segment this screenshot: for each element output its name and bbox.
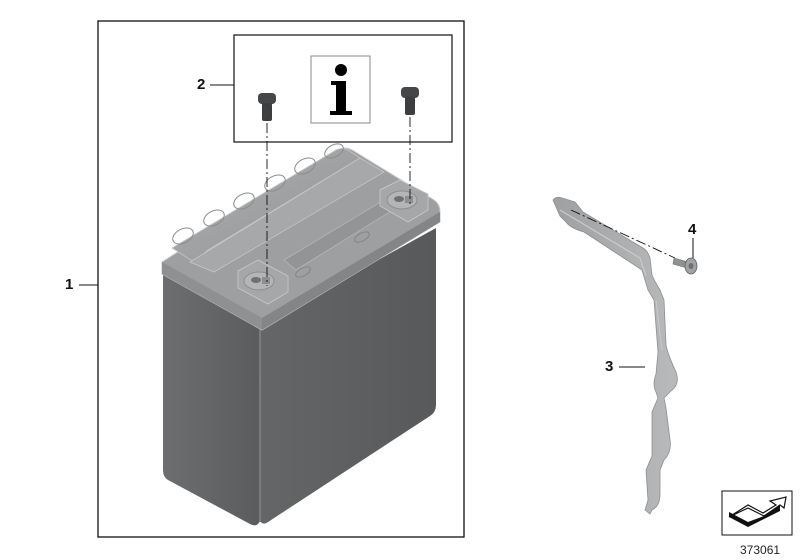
callout-2[interactable]: 2 [197, 76, 206, 93]
callout-1[interactable]: 1 [65, 276, 74, 293]
callout-4[interactable]: 4 [688, 221, 697, 238]
battery-terminal-negative-icon [237, 259, 289, 305]
battery-terminal-positive-icon [379, 179, 429, 223]
terminal-screw-right-icon [401, 87, 419, 115]
battery-group-frame [97, 20, 465, 538]
screw-set-frame [233, 34, 453, 143]
info-icon[interactable] [310, 55, 371, 124]
terminal-screw-left-icon [258, 93, 276, 121]
assembly-line-strap [570, 209, 676, 259]
strap-screw-icon [672, 257, 698, 275]
battery-strap-illustration[interactable] [552, 196, 678, 515]
next-diagram-button[interactable] [721, 490, 793, 536]
callout-3[interactable]: 3 [605, 358, 614, 375]
battery-illustration[interactable] [161, 141, 441, 526]
diagram-number: 373061 [740, 543, 781, 557]
